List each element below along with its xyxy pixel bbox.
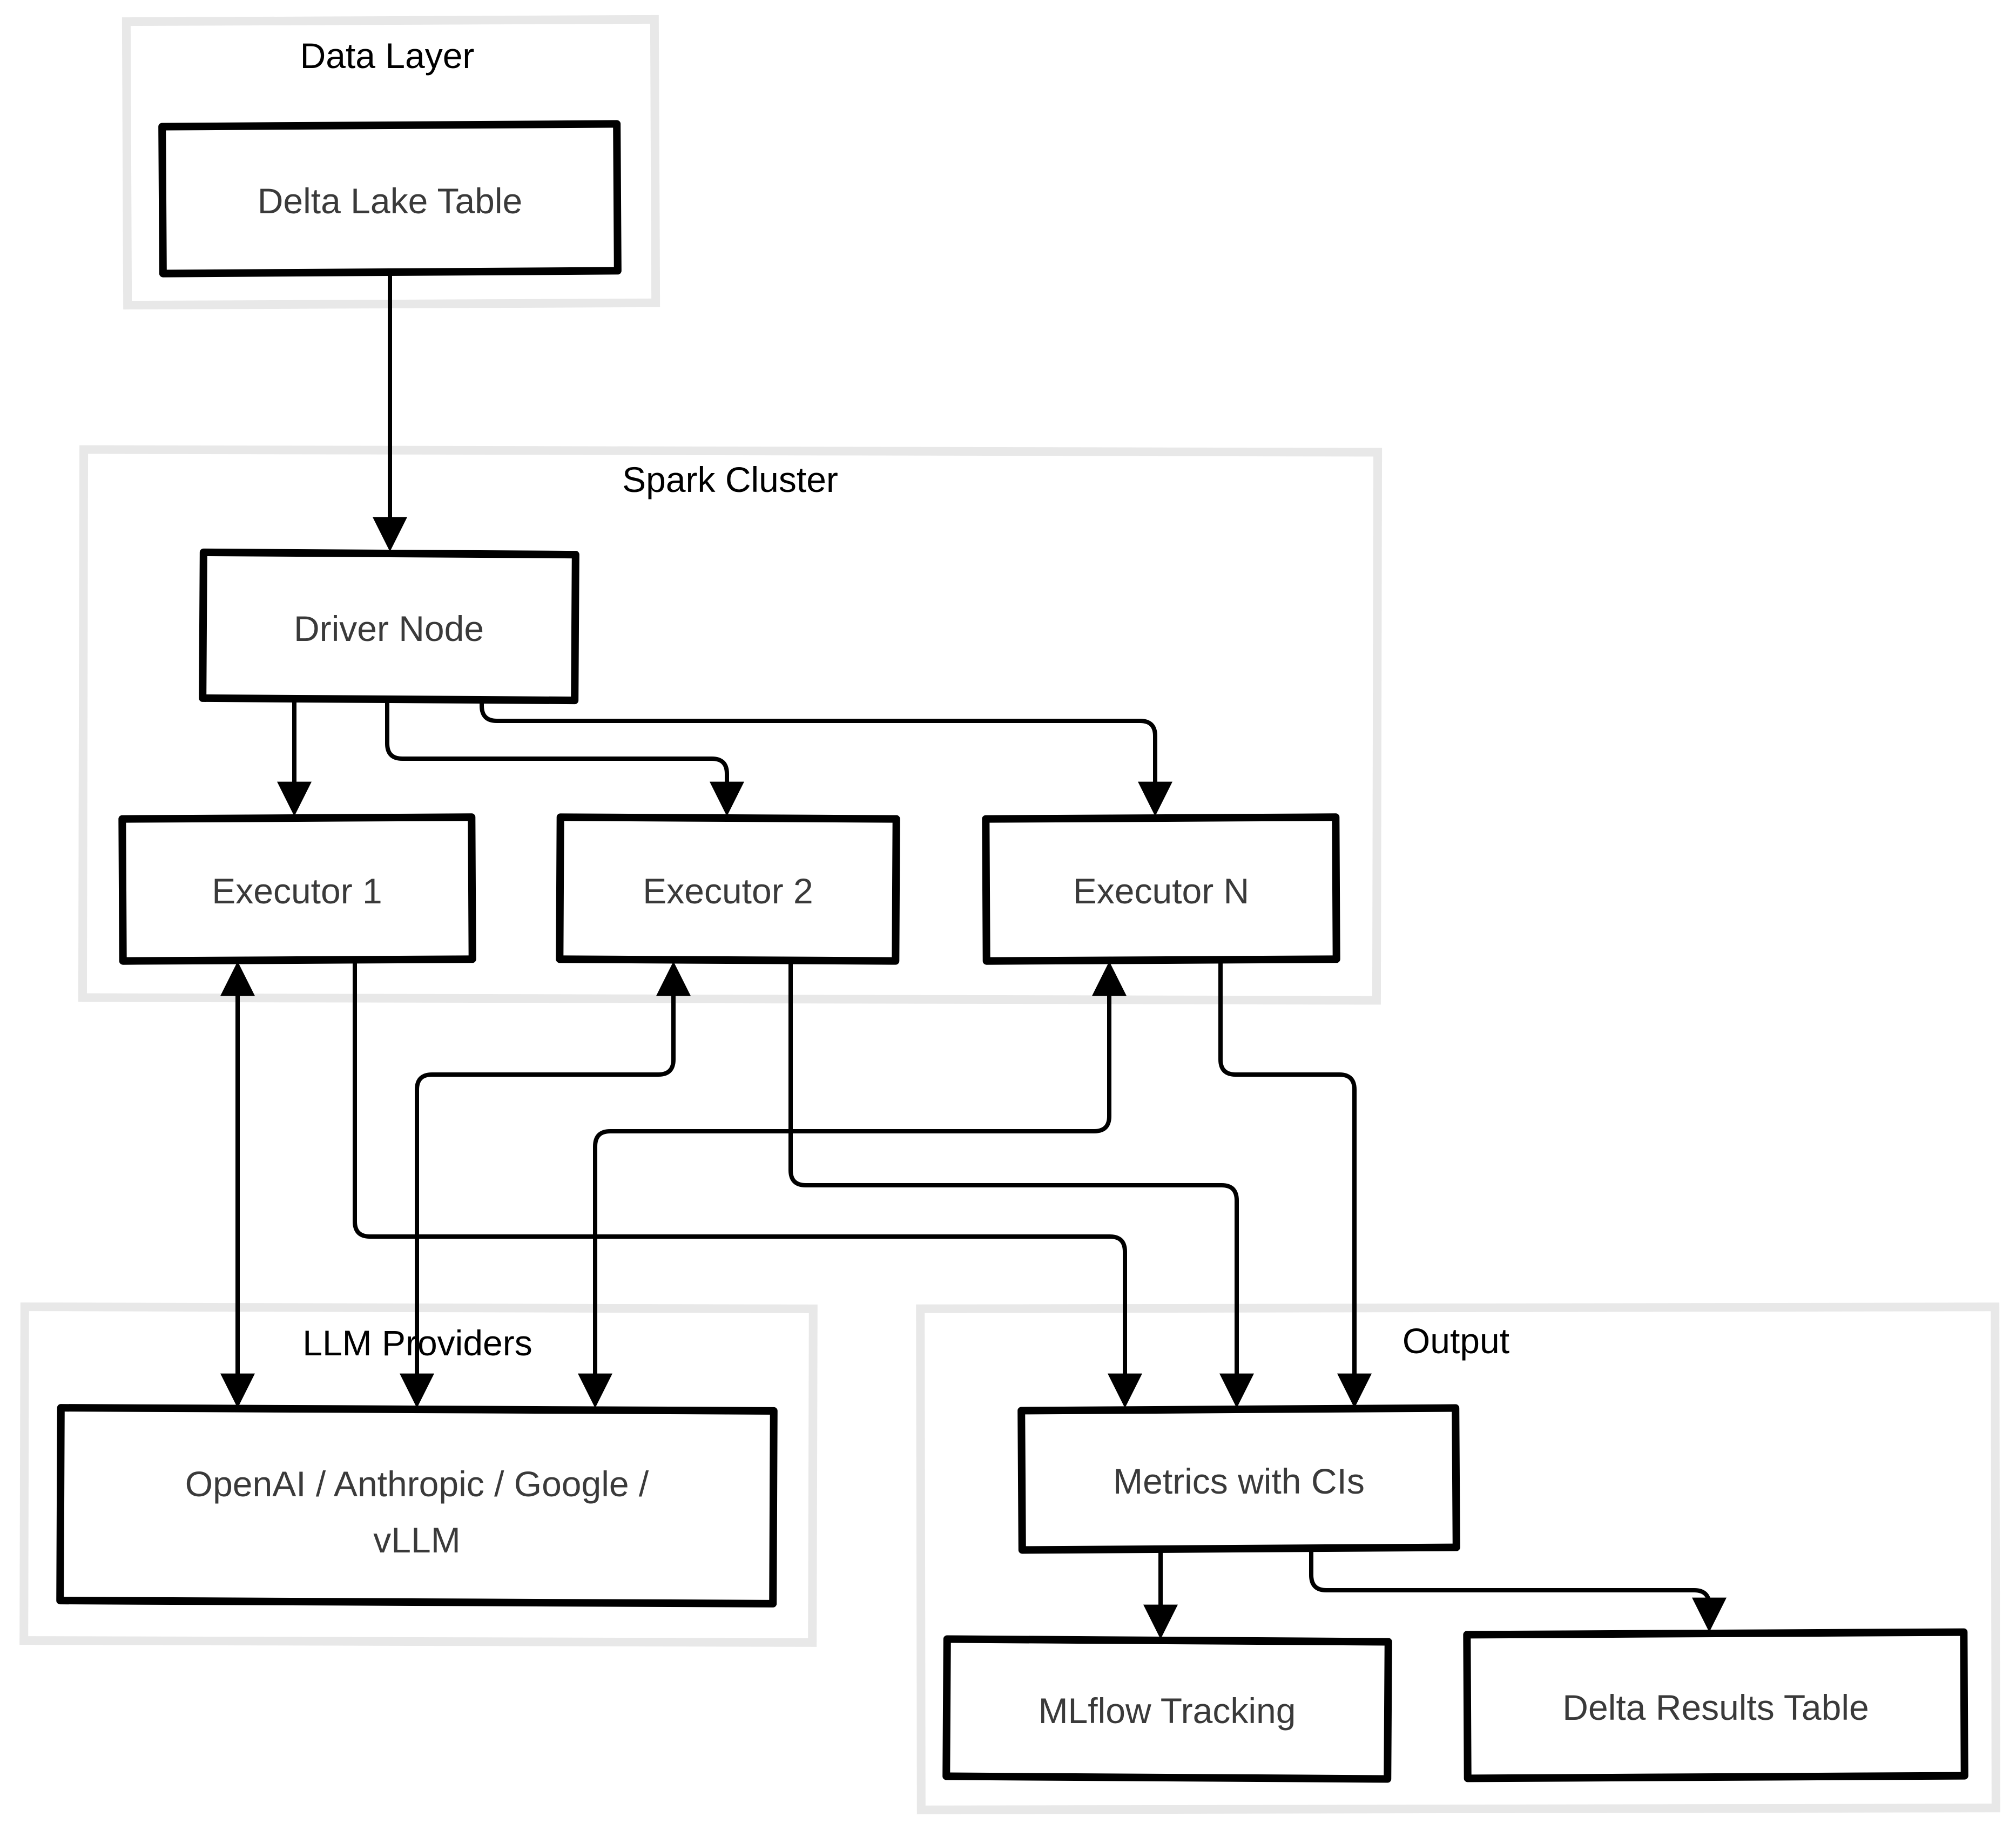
edge-driver-to-executor-2 <box>385 701 744 816</box>
node-delta-results-table: Delta Results Table <box>1463 1628 1968 1782</box>
node-metrics-with-cis-box <box>1017 1404 1460 1554</box>
node-executor-2-box <box>556 813 900 965</box>
edge-executor-n-llm-bidirectional <box>578 961 1127 1408</box>
node-driver-node-label: Driver Node <box>294 609 484 649</box>
node-mlflow-tracking-label: MLflow Tracking <box>1039 1691 1296 1731</box>
node-metrics-with-cis-label: Metrics with CIs <box>1113 1461 1365 1501</box>
node-llm-providers-box-border <box>56 1404 778 1608</box>
node-executor-n-box <box>982 813 1340 965</box>
node-delta-results-table-box <box>1463 1628 1968 1782</box>
node-delta-results-table-label: Delta Results Table <box>1562 1687 1869 1727</box>
edge-driver-to-executor-n <box>480 701 1172 816</box>
node-executor-2: Executor 2 <box>556 813 900 965</box>
cluster-output-label: Output <box>1403 1321 1509 1361</box>
node-executor-1-label: Executor 1 <box>212 871 382 911</box>
cluster-data-layer-label: Data Layer <box>300 36 475 76</box>
node-executor-n-label: Executor N <box>1073 871 1249 911</box>
node-delta-lake-table-box <box>158 120 622 278</box>
node-executor-n: Executor N <box>982 813 1340 965</box>
edge-executor-1-to-metrics <box>353 962 1142 1408</box>
node-executor-1: Executor 1 <box>118 813 476 965</box>
node-llm-providers-line1: OpenAI / Anthropic / Google / <box>185 1464 649 1504</box>
node-delta-lake-table: Delta Lake Table <box>158 120 622 278</box>
node-executor-1-box <box>118 813 476 965</box>
node-executor-2-label: Executor 2 <box>643 871 813 911</box>
cluster-spark-cluster-label: Spark Cluster <box>622 460 838 499</box>
node-driver-node-box <box>199 548 579 705</box>
node-mlflow-tracking-box <box>942 1635 1392 1783</box>
node-driver-node: Driver Node <box>199 548 579 705</box>
edge-executor-2-to-metrics <box>788 962 1254 1408</box>
edge-executor-n-to-metrics <box>1218 962 1372 1408</box>
cluster-output-border <box>916 1302 2000 1814</box>
node-llm-providers-box: OpenAI / Anthropic / Google / vLLM <box>56 1404 778 1608</box>
node-metrics-with-cis: Metrics with CIs <box>1017 1404 1460 1554</box>
node-mlflow-tracking: MLflow Tracking <box>942 1635 1392 1783</box>
node-llm-providers-line2: vLLM <box>373 1520 460 1560</box>
edge-metrics-to-delta-results <box>1309 1551 1727 1632</box>
cluster-output: Output <box>916 1302 2000 1814</box>
node-delta-lake-table-label: Delta Lake Table <box>258 181 522 221</box>
